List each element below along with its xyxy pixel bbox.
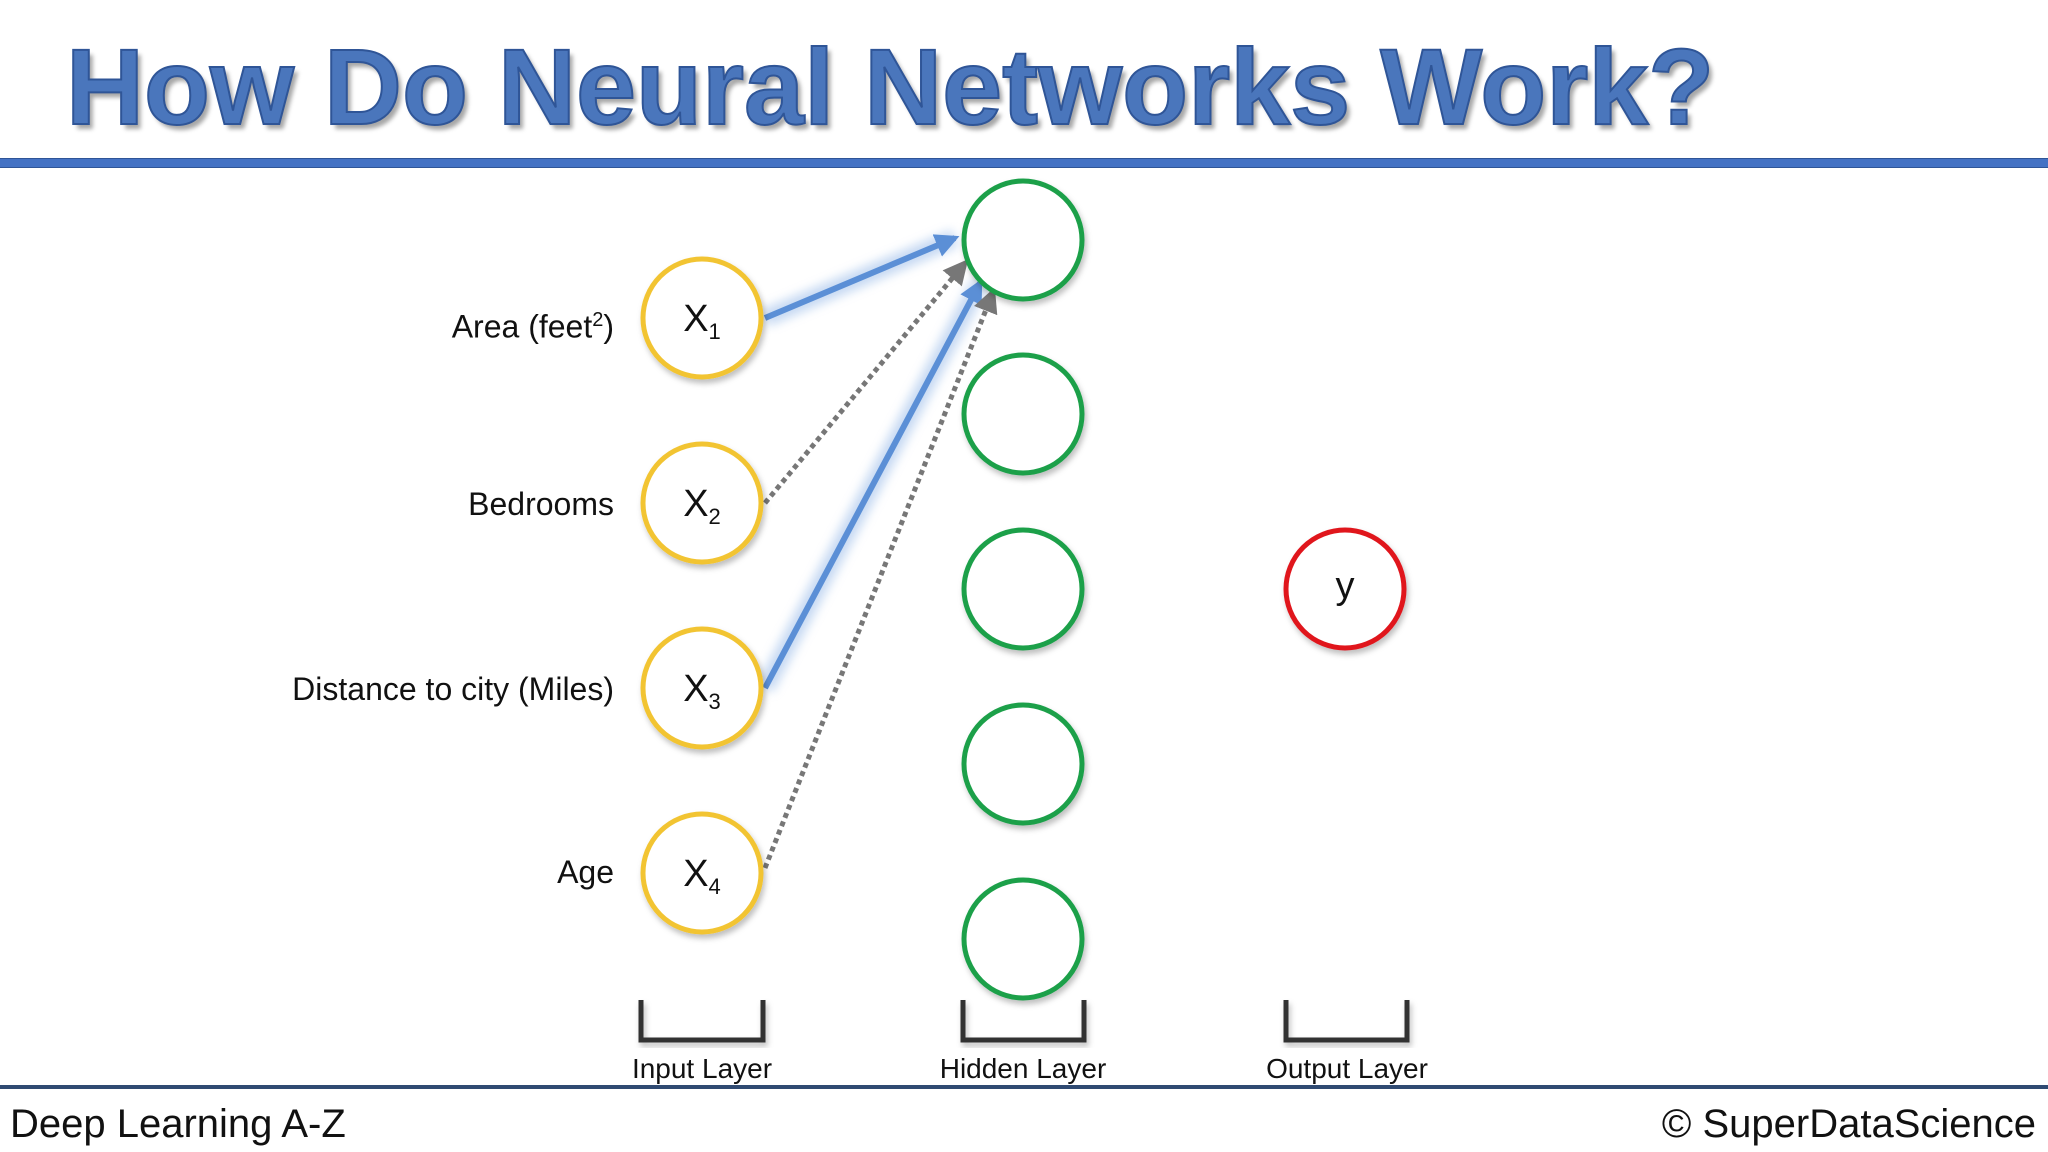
- copyright: © SuperDataScience: [1661, 1102, 2036, 1146]
- layer-brackets: [638, 1000, 1410, 1043]
- hidden-node-1: [961, 178, 1085, 302]
- input-layer-nodes: X1 X2 X3 X4: [640, 256, 764, 935]
- footer-divider: [0, 1085, 2048, 1089]
- connections: [757, 229, 998, 869]
- input-layer-bracket: [638, 1000, 766, 1043]
- input-node-x4-label: X4: [683, 853, 721, 899]
- hidden-layer-label: Hidden Layer: [939, 1053, 1107, 1084]
- hidden-node-4: [961, 702, 1085, 826]
- feature-label-age: Age: [557, 852, 614, 892]
- connection-x1-hidden1: [763, 234, 960, 321]
- output-layer-label: Output Layer: [1266, 1053, 1428, 1084]
- feature-label-area-end: ): [603, 308, 614, 345]
- title-divider: [0, 158, 2048, 168]
- input-layer-label: Input Layer: [631, 1053, 773, 1084]
- feature-label-distance-text: Distance to city (Miles): [292, 671, 614, 707]
- input-node-x2: [640, 441, 764, 565]
- connection-x3-hidden1: [762, 278, 983, 690]
- slide-title: How Do Neural Networks Work?: [65, 26, 1715, 147]
- input-node-x2-label: X2: [683, 483, 721, 529]
- hidden-layer-bracket: [960, 1000, 1087, 1043]
- course-name: Deep Learning A-Z: [10, 1102, 346, 1146]
- input-node-x4: [640, 811, 764, 935]
- feature-label-distance: Distance to city (Miles): [292, 669, 614, 709]
- feature-label-bedrooms: Bedrooms: [468, 484, 614, 524]
- feature-label-area: Area (feet2): [452, 300, 614, 347]
- feature-label-age-text: Age: [557, 854, 614, 890]
- output-layer-bracket: [1283, 1000, 1410, 1043]
- input-node-x1: [640, 256, 764, 380]
- connection-x4-hidden1: [762, 287, 998, 869]
- input-node-x3: [640, 626, 764, 750]
- hidden-node-2: [961, 352, 1085, 476]
- hidden-node-5: [961, 877, 1085, 1001]
- hidden-layer-nodes: [961, 178, 1085, 1001]
- input-node-x3-label: X3: [683, 668, 721, 714]
- feature-label-area-sup: 2: [592, 309, 604, 331]
- connection-x2-hidden1: [763, 259, 969, 505]
- feature-label-area-text: Area (feet: [451, 308, 593, 345]
- output-node: [1283, 527, 1407, 651]
- hidden-node-3: [961, 527, 1085, 651]
- feature-label-bedrooms-text: Bedrooms: [468, 486, 614, 522]
- input-node-x1-label: X1: [683, 298, 721, 344]
- output-node-label: y: [1336, 565, 1355, 607]
